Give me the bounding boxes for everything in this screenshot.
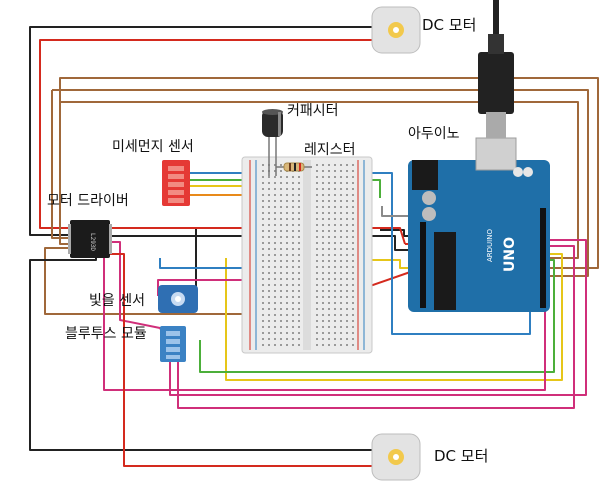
- usb-cable-icon: [478, 0, 514, 138]
- label-motor-bottom: DC 모터: [434, 447, 489, 465]
- capacitor-icon: [262, 109, 283, 176]
- wire-brown-outer-2: [52, 89, 589, 277]
- wire-green-2: [199, 259, 555, 373]
- driver-chip-text: L293D: [89, 233, 96, 251]
- wire-magenta-4: [177, 245, 575, 409]
- label-resistor: 레지스터: [304, 142, 356, 158]
- label-light-sensor: 빛을 센서: [89, 293, 145, 309]
- wire-brown-driver: [44, 247, 310, 315]
- wire-brown-outer-3: [51, 90, 68, 239]
- label-dust-sensor: 미세먼지 센서: [112, 139, 194, 155]
- wire-gray-1: [381, 206, 416, 217]
- motor-driver-chip-icon: L293D: [68, 220, 112, 258]
- wire-red-bottom-motor: [104, 253, 372, 467]
- label-arduino: 아두이노: [408, 126, 460, 142]
- wire-black-top-motor: [29, 26, 372, 236]
- wire-red-top-motor: [39, 39, 372, 229]
- wire-green-1: [170, 179, 381, 198]
- dc-motor-icon: [371, 6, 421, 54]
- resistor-icon: [276, 162, 312, 172]
- wire-brown-outer-5: [59, 102, 68, 245]
- arduino-board-icon: UNO ARDUINO: [408, 137, 550, 312]
- label-motor-top: DC 모터: [422, 16, 477, 34]
- label-capacitor: 커패시터: [287, 103, 339, 119]
- wire-yellow-2: [225, 253, 563, 381]
- breadboard-icon: [241, 156, 373, 354]
- bluetooth-module-icon: [160, 326, 186, 362]
- arduino-brand-text: ARDUINO: [486, 229, 494, 262]
- arduino-uno-text: UNO: [502, 237, 518, 272]
- label-motor-driver: 모터 드라이버: [47, 193, 129, 209]
- label-bluetooth: 블루투스 모듈: [65, 326, 147, 342]
- light-sensor-icon: [158, 285, 198, 313]
- dust-sensor-icon: [162, 160, 190, 206]
- dc-motor-icon: [371, 433, 421, 481]
- wire-blue-2: [159, 258, 246, 269]
